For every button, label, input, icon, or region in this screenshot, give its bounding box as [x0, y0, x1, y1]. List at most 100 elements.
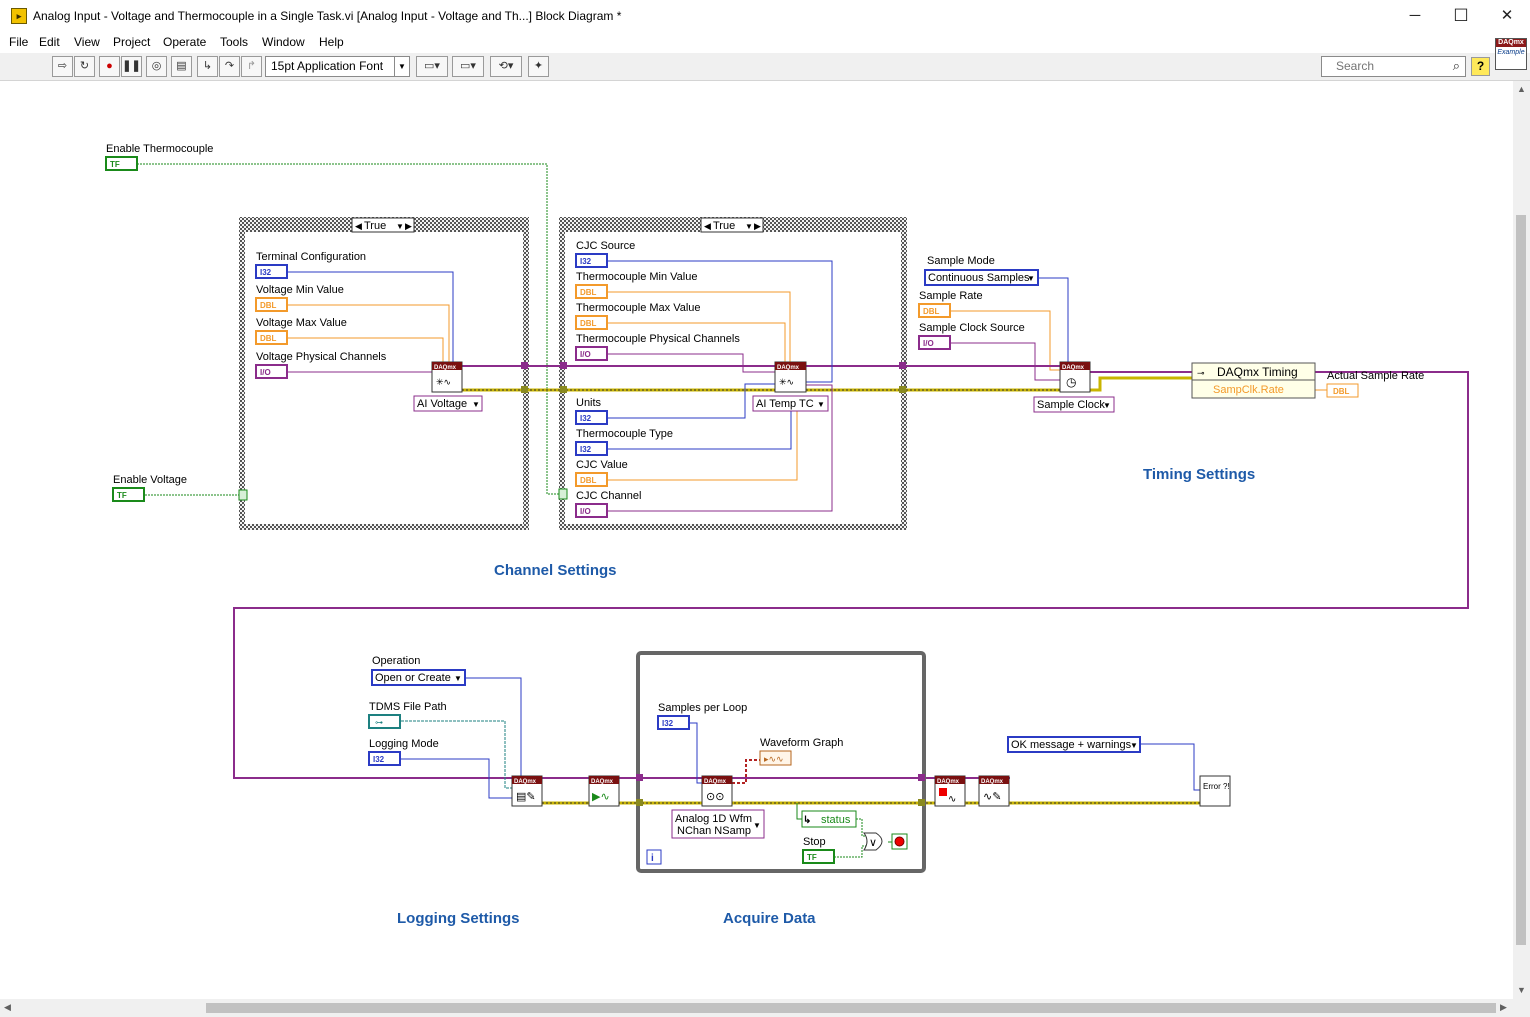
tunnel[interactable] — [521, 362, 528, 369]
property-node-property[interactable]: SampClk.Rate — [1213, 384, 1284, 396]
daqmx-stop-task-vi[interactable]: DAQmx ∿ — [934, 775, 966, 807]
step-out-icon[interactable]: ↱ — [241, 56, 262, 77]
tc-min-terminal[interactable] — [575, 284, 608, 299]
vertical-scrollbar[interactable]: ▲ ▼ — [1513, 81, 1530, 999]
unbundle-status[interactable] — [801, 810, 857, 828]
tunnel[interactable] — [918, 799, 925, 806]
block-diagram[interactable]: ◀ True ▼ ▶ ◀ True ▼ ▶ Enable Thermocoupl — [0, 81, 1513, 999]
tunnel[interactable] — [521, 386, 528, 393]
distribute-icon[interactable]: ▭▾ — [452, 56, 484, 77]
search-input[interactable] — [1336, 59, 1440, 73]
search-box[interactable]: ⌕ — [1321, 56, 1466, 77]
operation-ring[interactable] — [371, 669, 466, 686]
polymorphic-selector-ai-voltage[interactable] — [413, 395, 483, 412]
actual-sample-rate-indicator[interactable] — [1326, 383, 1359, 398]
daqmx-read-vi[interactable]: DAQmx ⊙⊙ — [701, 775, 733, 807]
daqmx-timing-vi[interactable]: DAQmx ◷ — [1059, 361, 1091, 393]
daqmx-create-channel-voltage[interactable]: DAQmx ✳∿ — [431, 361, 463, 393]
stop-terminal[interactable] — [802, 849, 835, 864]
sample-rate-terminal[interactable] — [918, 303, 951, 318]
tunnel[interactable] — [899, 362, 906, 369]
vertical-scroll-thumb[interactable] — [1516, 215, 1526, 945]
scroll-right-icon[interactable]: ▶ — [1500, 1002, 1507, 1012]
samples-per-loop-terminal[interactable] — [657, 715, 690, 730]
increment-icon[interactable]: ▶ — [754, 221, 761, 231]
menu-project[interactable]: Project — [113, 35, 151, 49]
block-diagram-canvas[interactable]: ◀ True ▼ ▶ ◀ True ▼ ▶ Enable Thermocoupl — [0, 81, 1513, 999]
tc-channels-terminal[interactable] — [575, 346, 608, 361]
error-message-type-ring[interactable] — [1007, 736, 1141, 753]
run-continuously-icon[interactable]: ↻ — [74, 56, 95, 77]
menu-tools[interactable]: Tools — [220, 35, 249, 49]
scroll-left-icon[interactable]: ◀ — [4, 1002, 11, 1012]
sample-clock-source-terminal[interactable] — [918, 335, 951, 350]
simple-error-handler-vi[interactable]: Error ?! — [1199, 775, 1231, 807]
daqmx-start-task-vi[interactable]: DAQmx ▶∿ — [588, 775, 620, 807]
search-icon[interactable]: ⌕ — [1452, 58, 1460, 73]
terminal-configuration-terminal[interactable] — [255, 264, 288, 279]
decrement-icon[interactable]: ◀ — [704, 221, 711, 231]
menu-help[interactable]: Help — [319, 35, 344, 49]
increment-icon[interactable]: ▶ — [405, 221, 412, 231]
align-icon[interactable]: ▭▾ — [416, 56, 448, 77]
menu-edit[interactable]: Edit — [39, 35, 60, 49]
chevron-down-icon[interactable]: ▼ — [454, 674, 462, 683]
enable-voltage-terminal[interactable] — [112, 487, 145, 502]
case-selector[interactable] — [351, 217, 415, 233]
menu-window[interactable]: Window — [262, 35, 305, 49]
while-loop[interactable] — [636, 651, 926, 873]
tunnel[interactable] — [899, 386, 906, 393]
chevron-down-icon[interactable]: ▼ — [472, 400, 480, 409]
context-help-button[interactable]: ? — [1471, 57, 1490, 76]
daqmx-clear-task-vi[interactable]: DAQmx ∿✎ — [978, 775, 1010, 807]
case-selector-terminal[interactable] — [558, 488, 568, 500]
cjc-value-terminal[interactable] — [575, 472, 608, 487]
chevron-down-icon[interactable]: ▼ — [1027, 274, 1035, 283]
minimize-button[interactable]: ─ — [1409, 7, 1421, 24]
voltage-min-terminal[interactable] — [255, 297, 288, 312]
tunnel[interactable] — [636, 774, 643, 781]
menu-view[interactable]: View — [74, 35, 100, 49]
font-selector[interactable]: 15pt Application Font▼ — [265, 56, 410, 77]
sample-mode-ring[interactable] — [924, 269, 1039, 286]
tunnel[interactable] — [560, 362, 567, 369]
chevron-down-icon[interactable]: ▼ — [1130, 741, 1138, 750]
tunnel[interactable] — [918, 774, 925, 781]
menu-operate[interactable]: Operate — [163, 35, 207, 49]
voltage-channels-terminal[interactable] — [255, 364, 288, 379]
tc-type-terminal[interactable] — [575, 441, 608, 456]
retain-wire-values-icon[interactable]: ▤ — [171, 56, 192, 77]
voltage-max-terminal[interactable] — [255, 330, 288, 345]
horizontal-scrollbar[interactable]: ◀ ▶ — [0, 999, 1513, 1017]
tdms-file-path-terminal[interactable] — [368, 714, 401, 729]
chevron-down-icon[interactable]: ▼ — [396, 222, 404, 231]
scroll-up-icon[interactable]: ▲ — [1517, 84, 1526, 94]
pause-icon[interactable]: ❚❚ — [121, 56, 142, 77]
case-selector[interactable] — [700, 217, 764, 233]
chevron-down-icon[interactable]: ▼ — [817, 400, 825, 409]
chevron-down-icon[interactable]: ▼ — [753, 821, 761, 830]
daqmx-timing-property-node[interactable]: DAQmx Timing ⊸ SampClk.Rate — [1191, 362, 1316, 399]
reorder-icon[interactable]: ⟲▾ — [490, 56, 522, 77]
run-arrow-icon[interactable]: ⇨ — [52, 56, 73, 77]
logging-mode-terminal[interactable] — [368, 751, 401, 766]
case-selector-terminal[interactable] — [238, 489, 248, 501]
cjc-source-terminal[interactable] — [575, 253, 608, 268]
step-over-icon[interactable]: ↷ — [219, 56, 240, 77]
abort-icon[interactable]: ● — [99, 56, 120, 77]
chevron-down-icon[interactable]: ▼ — [1103, 401, 1111, 410]
polymorphic-selector-read-type[interactable] — [671, 809, 765, 839]
loop-iteration-terminal[interactable] — [646, 849, 662, 865]
polymorphic-selector-ai-temp-tc[interactable] — [752, 395, 829, 412]
units-terminal[interactable] — [575, 410, 608, 425]
decrement-icon[interactable]: ◀ — [355, 221, 362, 231]
horizontal-scroll-thumb[interactable] — [206, 1003, 1496, 1013]
scroll-down-icon[interactable]: ▼ — [1517, 985, 1526, 995]
tunnel[interactable] — [636, 799, 643, 806]
polymorphic-selector-sample-clock[interactable] — [1033, 396, 1115, 413]
cjc-channel-terminal[interactable] — [575, 503, 608, 518]
or-gate[interactable] — [863, 832, 883, 851]
bulb-icon[interactable]: ◎ — [146, 56, 167, 77]
maximize-button[interactable]: ☐ — [1453, 6, 1469, 25]
close-button[interactable]: ✕ — [1500, 7, 1514, 24]
